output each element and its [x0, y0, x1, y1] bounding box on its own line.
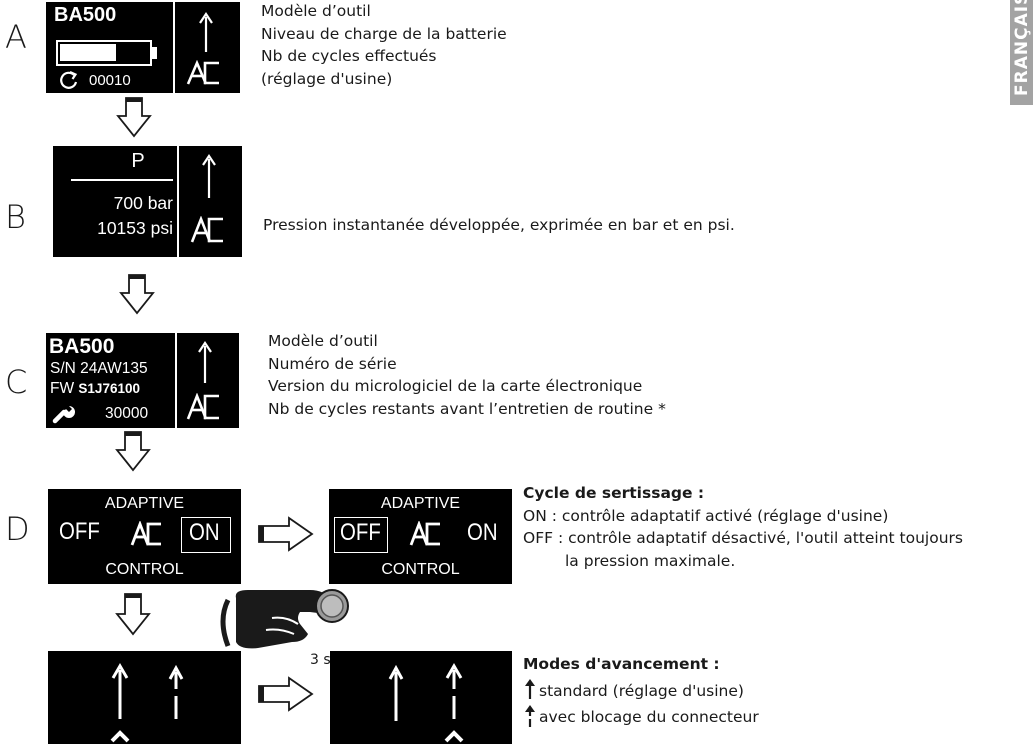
row-e-heading: Modes d'avancement : — [523, 655, 720, 673]
battery-icon — [56, 40, 152, 66]
screen-b: P 700 bar 10153 psi — [53, 146, 242, 257]
on-option: ON — [467, 519, 498, 546]
row-c-description: Modèle d’outil Numéro de série Version d… — [268, 330, 666, 420]
screen-e-standard — [48, 651, 241, 744]
control-label: CONTROL — [381, 561, 460, 578]
row-letter-b: B — [5, 198, 26, 236]
row-e-line-1: standard (réglage d'usine) — [539, 682, 744, 700]
selected-frame — [181, 517, 231, 553]
pressure-bar: 700 bar — [113, 193, 173, 213]
row-c-line-1: Modèle d’outil — [268, 332, 378, 350]
down-arrow-icon — [116, 97, 152, 138]
row-a-line-3: Nb de cycles effectués — [261, 47, 437, 65]
right-arrow-icon — [258, 676, 314, 712]
screen-a-model: BA500 — [54, 4, 117, 26]
screen-divider — [173, 2, 175, 93]
screen-c-model: BA500 — [49, 335, 115, 358]
ac-logo-icon — [409, 521, 440, 546]
language-tab: FRANÇAIS — [1010, 0, 1033, 105]
language-tab-label: FRANÇAIS — [1012, 0, 1032, 96]
up-arrow-icon — [199, 12, 213, 52]
adaptive-label: ADAPTIVE — [380, 495, 461, 512]
lock-mode-legend-icon — [525, 705, 535, 727]
row-b-line-1: Pression instantanée développée, exprimé… — [263, 216, 735, 234]
row-c-line-4: Nb de cycles restants avant l’entretien … — [268, 399, 666, 418]
row-a-line-2: Niveau de charge de la batterie — [261, 24, 507, 43]
on-option: ON — [189, 519, 220, 546]
screen-c-remaining: 30000 — [105, 405, 149, 422]
off-option: OFF — [59, 518, 100, 545]
screen-divider — [177, 146, 179, 257]
lock-mode-arrow-icon — [444, 663, 464, 743]
screen-a-cycles: 00010 — [89, 72, 131, 89]
ac-logo-icon — [186, 60, 219, 85]
standard-mode-arrow-icon — [388, 665, 404, 721]
screen-d-on-selected: ADAPTIVE OFF ON CONTROL — [48, 489, 241, 584]
screen-e-lock — [330, 651, 512, 744]
row-letter-a: A — [5, 18, 27, 56]
row-a-line-1: Modèle d’outil — [261, 2, 371, 20]
ac-logo-icon — [130, 521, 161, 546]
battery-fill — [60, 44, 116, 61]
down-arrow-icon — [115, 431, 151, 472]
row-d-line-3: la pression maximale. — [565, 551, 736, 570]
standard-mode-legend-icon — [525, 679, 535, 699]
row-d-description: Cycle de sertissage : ON : contrôle adap… — [523, 482, 963, 572]
down-arrow-icon — [115, 593, 151, 636]
off-option: OFF — [340, 519, 381, 546]
pressure-label: P — [131, 150, 145, 172]
selected-frame — [334, 517, 388, 553]
row-d-heading: Cycle de sertissage : — [523, 484, 705, 502]
row-d-line-2: OFF : contrôle adaptatif désactivé, l'ou… — [523, 529, 963, 547]
ac-logo-icon — [186, 393, 219, 420]
row-a-description: Modèle d’outil Niveau de charge de la ba… — [261, 0, 507, 90]
row-letter-c: C — [5, 363, 28, 401]
row-b-description: Pression instantanée développée, exprimé… — [263, 214, 735, 237]
pressure-psi: 10153 psi — [97, 218, 173, 238]
row-e-line-2: avec blocage du connecteur — [539, 708, 759, 726]
control-label: CONTROL — [105, 561, 184, 578]
pressure-underline — [71, 179, 173, 181]
firmware-prefix: FW — [50, 380, 75, 397]
screen-divider — [175, 333, 177, 428]
up-arrow-icon — [198, 341, 212, 383]
up-arrow-icon — [202, 154, 216, 198]
row-c-line-2: Numéro de série — [268, 354, 397, 373]
row-e-description: Modes d'avancement : — [523, 653, 720, 676]
down-arrow-icon — [119, 274, 155, 315]
row-c-line-3: Version du micrologiciel de la carte éle… — [268, 377, 643, 395]
row-letter-d: D — [5, 510, 30, 548]
adaptive-label: ADAPTIVE — [104, 495, 185, 512]
ac-logo-icon — [190, 216, 223, 243]
screen-c-firmware: FW S1J76100 — [50, 380, 140, 398]
standard-mode-arrow-icon — [110, 663, 130, 743]
screen-d-off-selected: ADAPTIVE OFF ON CONTROL — [329, 489, 512, 584]
row-d-line-1: ON : contrôle adaptatif activé (réglage … — [523, 506, 889, 525]
screen-c: BA500 S/N 24AW135 FW S1J76100 30000 — [46, 333, 239, 428]
screen-c-serial: S/N 24AW135 — [50, 360, 148, 377]
row-a-line-4: (réglage d'usine) — [261, 69, 393, 88]
cycle-icon — [60, 70, 78, 89]
hand-press-icon — [220, 589, 349, 649]
right-arrow-icon — [258, 516, 314, 552]
firmware-version: S1J76100 — [78, 381, 140, 396]
screen-a: BA500 00010 — [46, 2, 240, 93]
wrench-icon — [52, 406, 75, 424]
battery-terminal — [152, 47, 157, 59]
lock-mode-arrow-icon — [168, 665, 184, 719]
